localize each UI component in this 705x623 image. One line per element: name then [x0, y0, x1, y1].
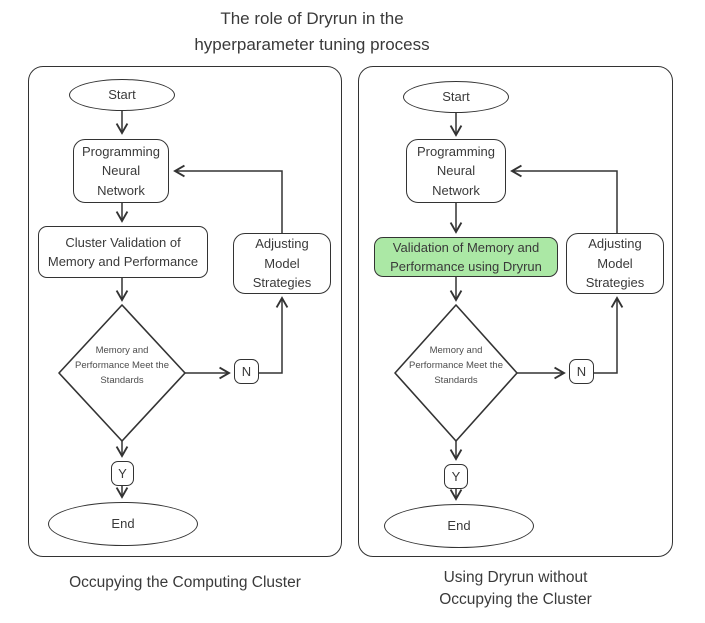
decision-label: Memory and Performance Meet the Standard…: [75, 345, 169, 386]
yes-branch-node: Y: [444, 464, 468, 489]
validation-dryrun-node: Validation of Memory and Performance usi…: [374, 237, 558, 277]
start-node: Start: [69, 79, 175, 111]
panel-caption-cluster: Occupying the Computing Cluster: [69, 574, 301, 591]
panel-caption-dryrun: Using Dryrun without Occupying the Clust…: [439, 569, 592, 608]
end-node: End: [48, 502, 198, 546]
end-node: End: [384, 504, 534, 548]
no-branch-node: N: [234, 359, 259, 384]
panel-dryrun-flow: Start Programming Neural Network Validat…: [358, 66, 673, 557]
programming-node: Programming Neural Network: [73, 139, 169, 203]
yes-branch-node: Y: [111, 461, 134, 486]
flow-connectors-left: [58, 111, 289, 499]
validation-node: Cluster Validation of Memory and Perform…: [38, 226, 208, 278]
no-branch-node: N: [569, 359, 594, 384]
programming-node: Programming Neural Network: [406, 139, 506, 203]
flow-connectors-right: [394, 113, 624, 501]
panel-cluster-flow: Start Programming Neural Network Cluster…: [28, 66, 342, 557]
adjusting-node: Adjusting Model Strategies: [566, 233, 664, 294]
decision-label: Memory and Performance Meet the Standard…: [409, 345, 503, 386]
start-node: Start: [403, 81, 509, 113]
adjusting-node: Adjusting Model Strategies: [233, 233, 331, 294]
diagram-title: The role of Dryrun in the hyperparameter…: [194, 9, 430, 54]
